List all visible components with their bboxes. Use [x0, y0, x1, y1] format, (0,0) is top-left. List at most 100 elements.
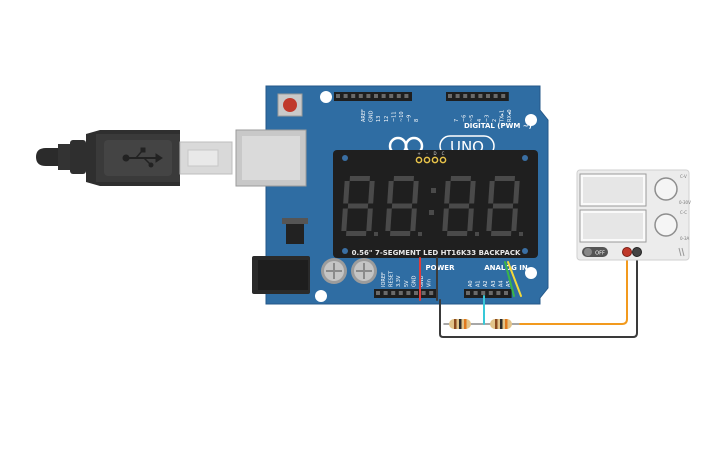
resistor[interactable] — [449, 319, 471, 329]
segment — [385, 208, 392, 231]
header-pin[interactable] — [406, 291, 411, 295]
pin-label: A5 — [506, 280, 512, 287]
digit — [385, 176, 422, 236]
header-pin[interactable] — [455, 94, 460, 98]
segment — [387, 181, 394, 204]
segment — [448, 203, 470, 209]
header-pin[interactable] — [389, 94, 394, 98]
header-pin[interactable] — [383, 291, 388, 295]
header-pin[interactable] — [336, 94, 340, 98]
segment — [349, 176, 370, 181]
header-pin[interactable] — [501, 94, 506, 98]
power-supply[interactable]: C-V 0-30V C-C 0-3A OFF — [576, 169, 691, 261]
yellow-wire — [507, 261, 522, 297]
header-pin[interactable] — [486, 94, 490, 98]
header-pin[interactable] — [366, 94, 371, 98]
analog-pin-header — [464, 289, 512, 298]
power-pin-header — [374, 289, 437, 298]
header-pin[interactable] — [381, 94, 386, 98]
pin-label: 5V — [404, 280, 410, 287]
pin-label: ~3 — [484, 115, 490, 122]
pin-label: A4 — [498, 280, 504, 287]
digit — [486, 176, 523, 236]
segment — [366, 208, 373, 231]
pin-label: 2 — [492, 119, 498, 122]
display-pin[interactable] — [423, 156, 431, 164]
resistor[interactable] — [490, 319, 512, 329]
header-pin[interactable] — [351, 94, 356, 98]
header-pin[interactable] — [470, 94, 475, 98]
header-pin[interactable] — [488, 291, 493, 295]
decimal-point — [374, 232, 378, 236]
digital-label: DIGITAL (PWM ~) — [464, 122, 532, 130]
colon-separator — [429, 188, 436, 215]
display-pin-label: C — [442, 151, 445, 156]
pin-label: A0 — [468, 280, 474, 287]
display-header-pins — [415, 156, 447, 164]
header-pin[interactable] — [466, 291, 470, 295]
header-pin[interactable] — [414, 291, 418, 295]
segment — [343, 181, 350, 204]
ground-terminal-icon — [678, 247, 685, 257]
header-pin[interactable] — [343, 94, 348, 98]
header-pin[interactable] — [448, 94, 452, 98]
header-pin[interactable] — [396, 94, 401, 98]
header-pin[interactable] — [376, 291, 380, 295]
segment — [447, 231, 468, 236]
display-pin[interactable] — [439, 156, 447, 164]
reset-button[interactable] — [277, 93, 303, 117]
negative-terminal[interactable] — [632, 247, 642, 257]
display-pin[interactable] — [415, 156, 423, 164]
display-pin[interactable] — [431, 156, 439, 164]
header-pin[interactable] — [429, 291, 434, 295]
segment — [469, 181, 476, 204]
knob-label: C-C — [680, 210, 687, 215]
header-pin[interactable] — [358, 94, 363, 98]
digit — [341, 176, 378, 236]
pin-label: IOREF — [381, 272, 387, 287]
voltage-knob[interactable] — [654, 177, 678, 201]
capacitor — [321, 258, 347, 284]
segment — [492, 203, 514, 209]
header-pin[interactable] — [481, 291, 486, 295]
header-pin[interactable] — [496, 291, 501, 295]
pin-label: A2 — [483, 280, 489, 287]
decimal-point — [418, 232, 422, 236]
pin-label: ~5 — [469, 115, 475, 122]
header-pin[interactable] — [398, 291, 403, 295]
header-pin[interactable] — [463, 94, 468, 98]
pin-label: 13 — [376, 116, 382, 122]
display-pin-label: + — [417, 151, 420, 156]
header-pin[interactable] — [404, 94, 409, 98]
power-switch[interactable]: OFF — [582, 247, 608, 257]
header-pin[interactable] — [473, 291, 478, 295]
segment — [391, 203, 413, 209]
header-pin[interactable] — [391, 291, 396, 295]
pin-label: GND — [411, 275, 417, 287]
current-knob[interactable] — [654, 213, 678, 237]
segment — [513, 181, 520, 204]
segment — [412, 181, 419, 204]
segment — [494, 176, 515, 181]
usb-cable[interactable] — [36, 130, 233, 186]
header-pin[interactable] — [478, 94, 483, 98]
pin-label: RESET — [389, 270, 395, 287]
segment — [346, 231, 367, 236]
display-label: 0.56" 7-SEGMENT LED HT16K33 BACKPACK — [352, 249, 521, 257]
positive-terminal[interactable] — [622, 247, 632, 257]
digital-pin-header — [334, 92, 509, 101]
segment — [444, 181, 451, 204]
knob-label: 0-30V — [679, 200, 691, 205]
pin-label: A3 — [491, 280, 497, 287]
pin-label: A1 — [476, 280, 482, 287]
header-pin[interactable] — [504, 291, 508, 295]
header-pin[interactable] — [374, 94, 378, 98]
pin-label: 12 — [384, 116, 390, 122]
header-pin[interactable] — [493, 94, 498, 98]
header-pin[interactable] — [421, 291, 426, 295]
